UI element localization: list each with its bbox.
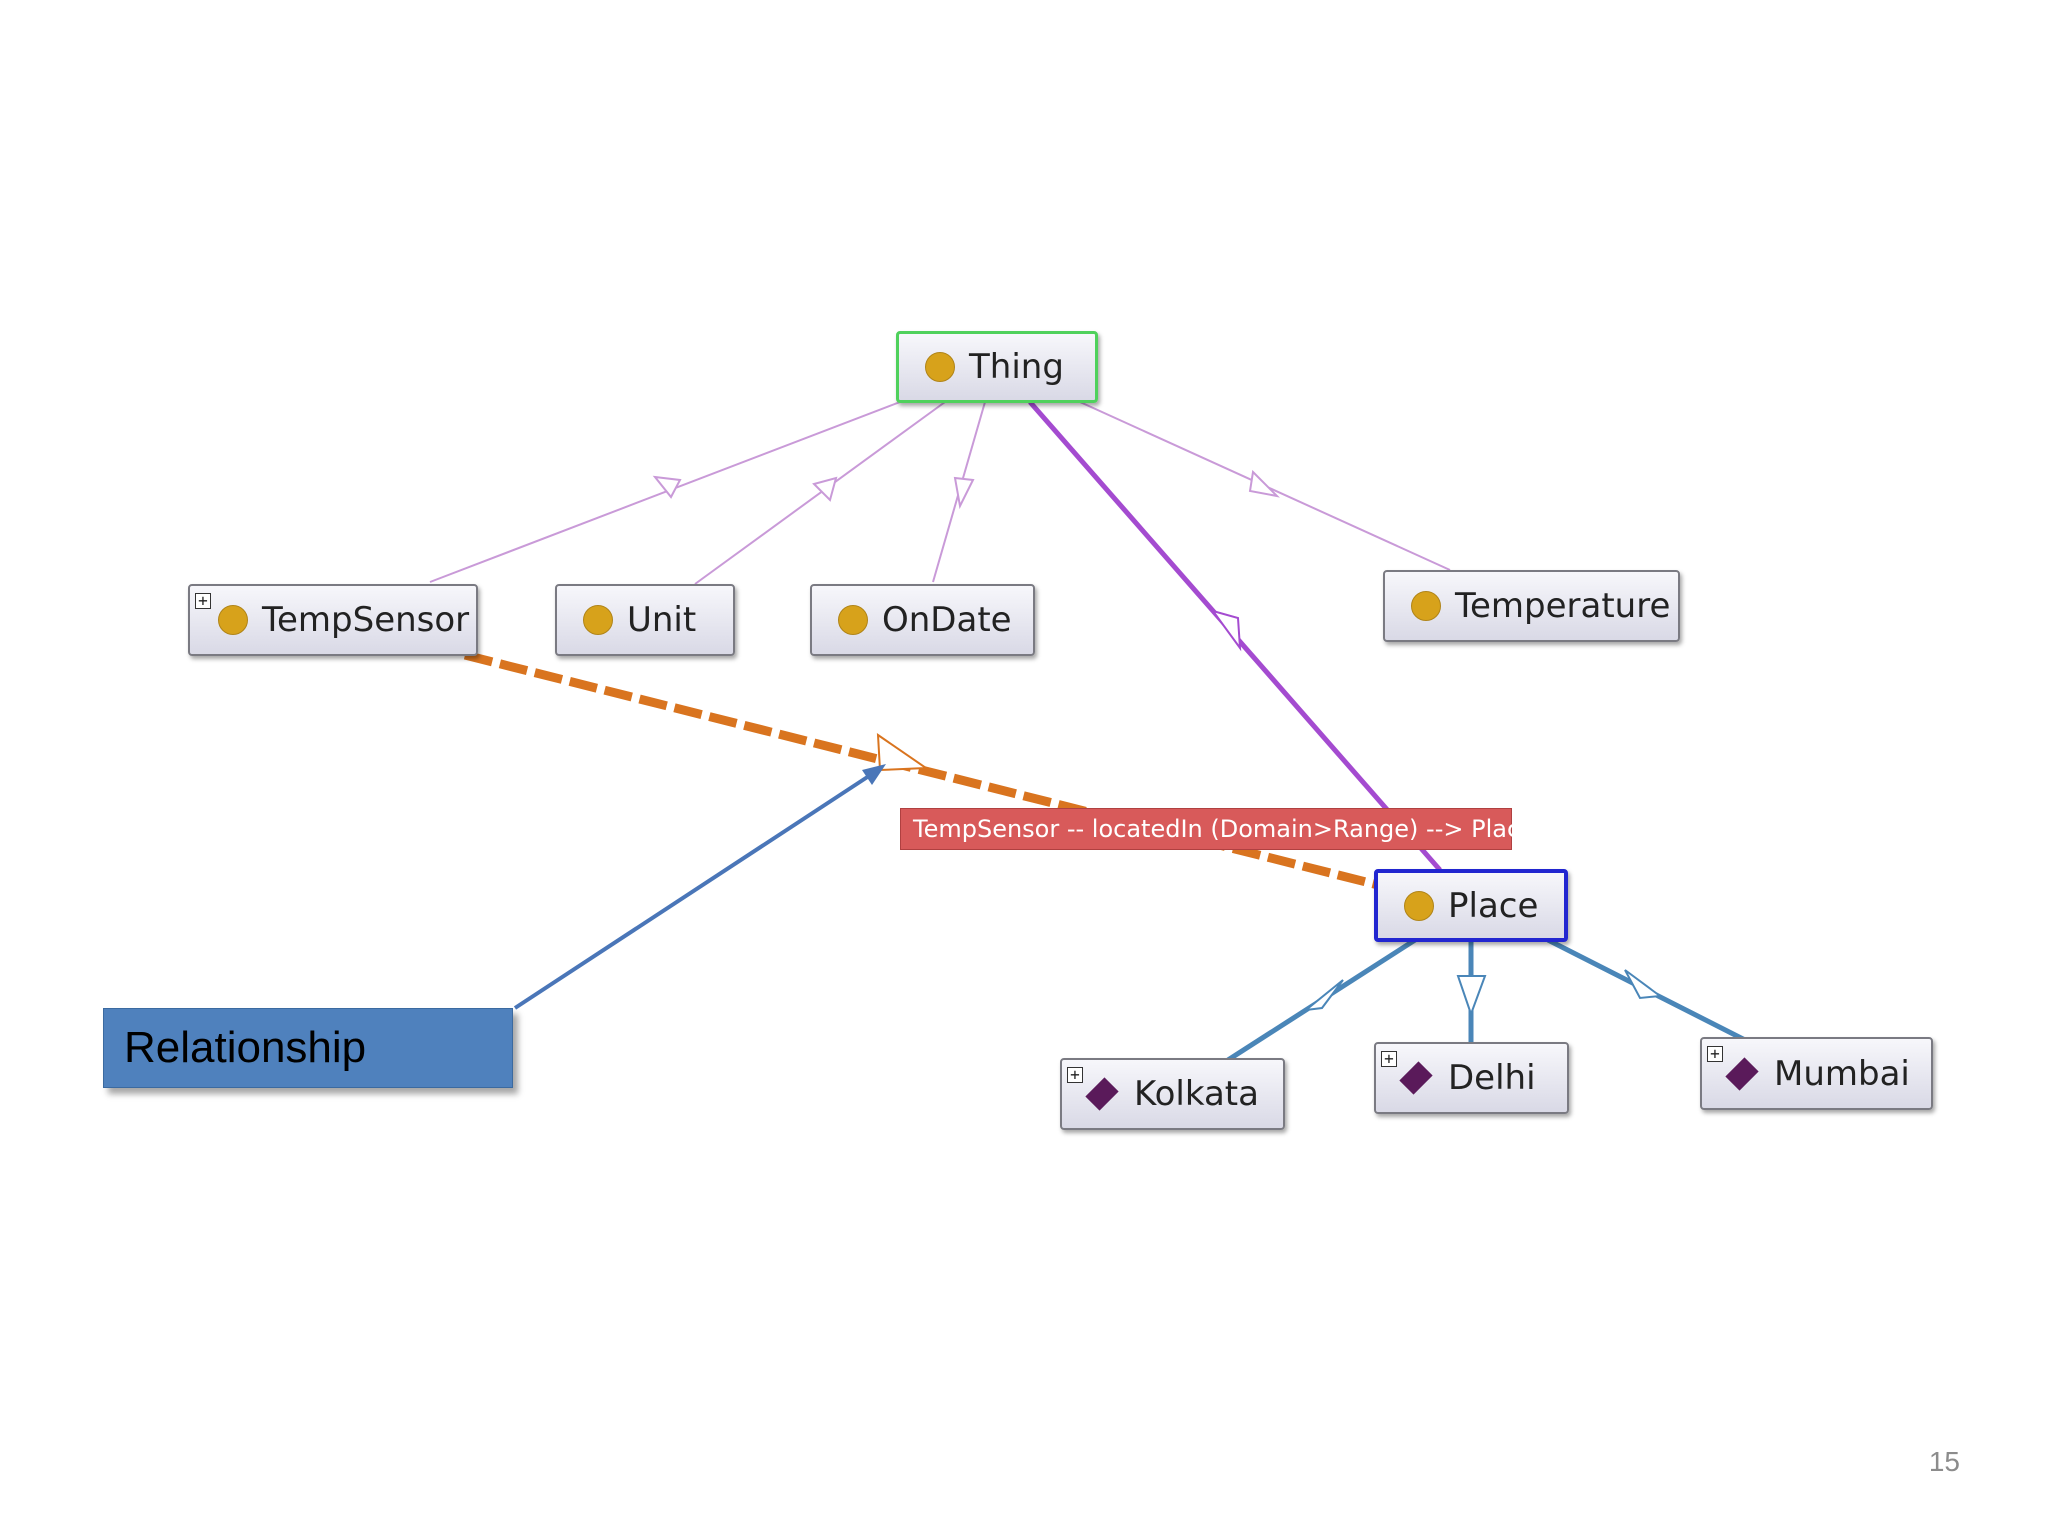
node-label: Unit [627, 600, 697, 640]
expand-icon[interactable]: + [195, 593, 211, 609]
class-icon [1404, 890, 1434, 921]
callout-arrowhead [862, 764, 886, 785]
arrowhead-relationship [876, 733, 930, 772]
node-ondate[interactable]: OnDate [810, 584, 1035, 656]
node-delhi[interactable]: + Delhi [1374, 1042, 1569, 1114]
edge-thing-tempsensor [429, 401, 901, 583]
node-mumbai[interactable]: + Mumbai [1700, 1037, 1933, 1110]
arrowhead-thing-tempsensor [652, 475, 682, 499]
arrowhead-thing-unit [812, 476, 838, 502]
node-label: Thing [969, 347, 1064, 387]
callout-arrow-line [513, 772, 874, 1010]
arrowhead-place-kolkata [1302, 979, 1344, 1012]
arrowhead-place-delhi [1456, 975, 1487, 1017]
node-label: Temperature [1455, 586, 1671, 626]
node-label: Place [1448, 885, 1539, 926]
class-icon [218, 605, 248, 635]
edge-thing-unit [694, 401, 946, 585]
class-icon [583, 605, 613, 635]
class-icon [838, 605, 868, 635]
expand-icon[interactable]: + [1067, 1067, 1083, 1083]
node-label: Kolkata [1134, 1074, 1259, 1114]
expand-icon[interactable]: + [1381, 1051, 1397, 1067]
class-icon [925, 352, 955, 382]
arrowhead-thing-ondate [953, 476, 975, 510]
node-label: TempSensor [262, 600, 470, 640]
node-label: Mumbai [1774, 1053, 1910, 1094]
node-tempsensor[interactable]: + TempSensor [188, 584, 478, 656]
arrowhead-thing-temperature [1248, 469, 1280, 498]
individual-icon [1399, 1061, 1433, 1095]
node-temperature[interactable]: Temperature [1383, 570, 1680, 642]
class-icon [1411, 591, 1441, 621]
individual-icon [1085, 1077, 1119, 1111]
node-place[interactable]: Place [1374, 869, 1568, 942]
relationship-callout: Relationship [103, 1008, 513, 1088]
edge-tooltip: TempSensor -- locatedIn (Domain>Range) -… [900, 808, 1535, 850]
arrowhead-place-mumbai [1624, 969, 1663, 1000]
node-kolkata[interactable]: + Kolkata [1060, 1058, 1285, 1130]
individual-icon [1725, 1056, 1759, 1091]
edge-tempsensor-place-relationship [463, 650, 1380, 890]
arrowhead-thing-place [1210, 609, 1242, 652]
node-label: OnDate [882, 600, 1012, 640]
node-thing[interactable]: Thing [896, 331, 1098, 403]
node-unit[interactable]: Unit [555, 584, 735, 656]
slide-number: 15 [1928, 1446, 1960, 1477]
expand-icon[interactable]: + [1707, 1046, 1723, 1062]
node-label: Delhi [1448, 1058, 1536, 1098]
